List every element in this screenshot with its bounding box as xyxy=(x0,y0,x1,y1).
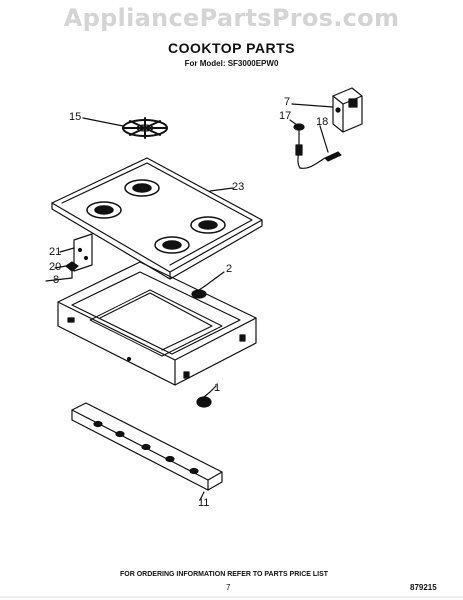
leader-8 xyxy=(45,277,73,282)
leader-7 xyxy=(291,103,334,108)
leader-17 xyxy=(289,119,298,126)
callout-15: 15 xyxy=(69,111,82,123)
callout-1: 1 xyxy=(214,382,221,394)
leader-1 xyxy=(209,385,217,393)
callout-11: 11 xyxy=(198,497,210,509)
burner-grate-part xyxy=(122,117,168,139)
cooktop-part xyxy=(51,157,263,280)
callout-7: 7 xyxy=(284,96,291,108)
callout-17: 17 xyxy=(279,110,292,122)
burner-box-part xyxy=(57,261,257,386)
callout-23: 23 xyxy=(232,181,245,193)
document-number: 879215 xyxy=(410,583,437,592)
knob-part-1 xyxy=(196,391,212,408)
callout-20: 20 xyxy=(49,261,62,273)
knob-part-2 xyxy=(191,285,207,299)
igniter-switch-part xyxy=(293,123,305,169)
spark-module-part xyxy=(332,87,363,133)
control-panel-part xyxy=(71,402,223,491)
leader-2 xyxy=(204,271,225,287)
igniter-harness-part xyxy=(299,151,342,169)
bracket-part xyxy=(73,233,93,272)
leader-23 xyxy=(209,187,234,192)
callout-18: 18 xyxy=(316,116,329,128)
site-watermark: AppliancePartsPros.com xyxy=(63,4,400,32)
callout-8: 8 xyxy=(53,274,60,286)
ordering-note: FOR ORDERING INFORMATION REFER TO PARTS … xyxy=(120,571,329,578)
leader-15 xyxy=(82,117,124,127)
leader-21 xyxy=(59,247,75,253)
leader-20 xyxy=(54,265,67,269)
page-number: 7 xyxy=(226,583,231,592)
page-title: COOKTOP PARTS xyxy=(167,40,296,56)
callout-21: 21 xyxy=(49,246,62,258)
callout-2: 2 xyxy=(226,263,233,275)
model-subtitle: For Model: SF3000EPW0 xyxy=(184,59,279,68)
leader-18 xyxy=(319,125,329,153)
leader-11 xyxy=(199,491,205,501)
screw-part xyxy=(65,261,79,279)
